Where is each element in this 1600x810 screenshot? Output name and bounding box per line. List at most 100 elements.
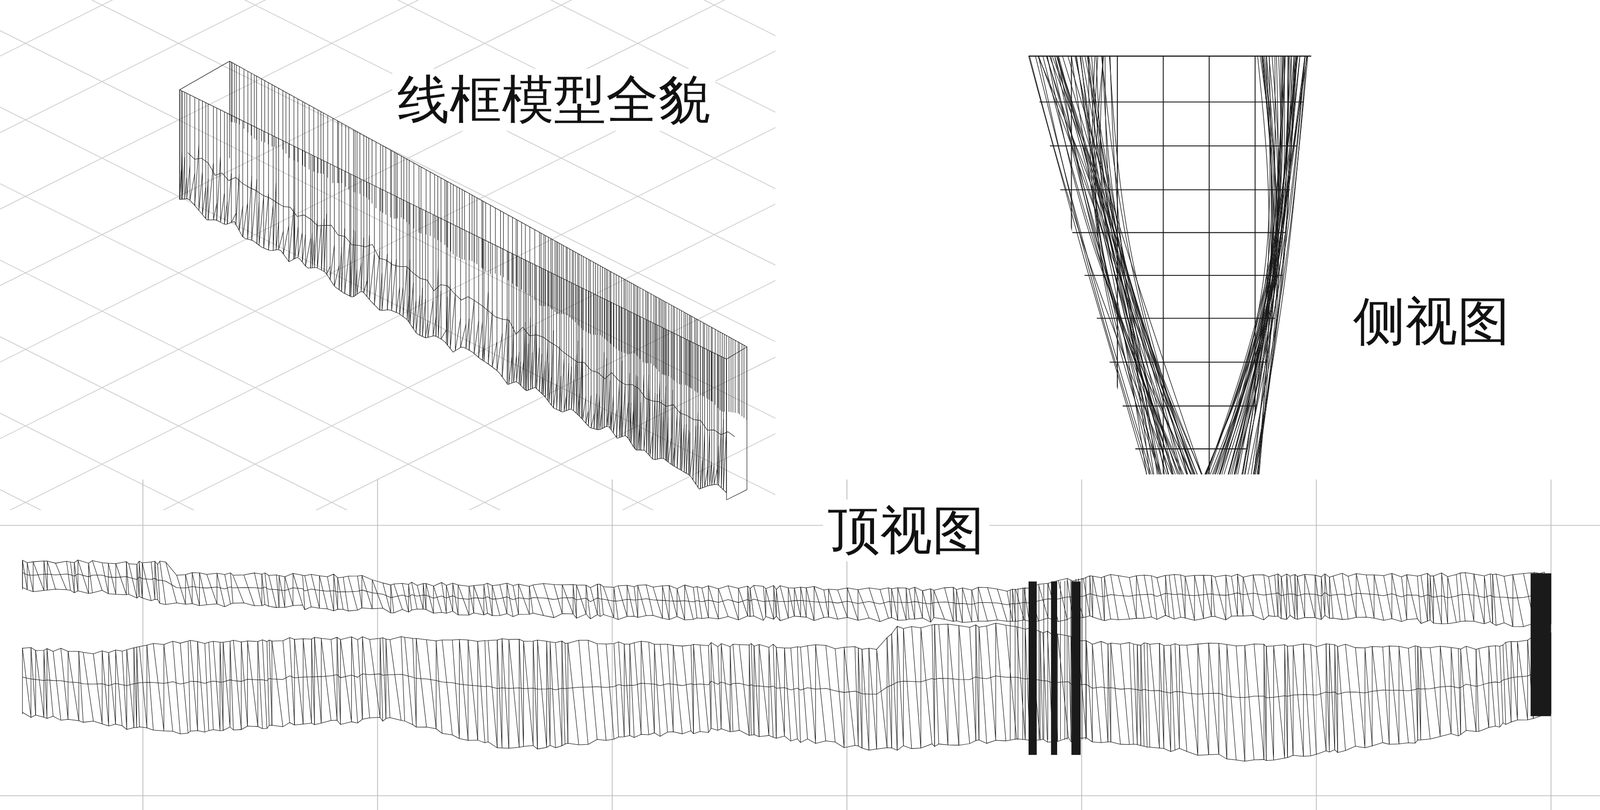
wire-line [1439,646,1441,737]
wire-line [337,577,344,610]
wire-line [205,102,207,219]
wire-line [710,642,718,731]
wire-line [975,625,976,742]
wire-line [1490,573,1493,624]
wire-line [261,78,262,141]
wire-line [758,644,760,738]
wire-line [485,202,486,272]
wire-line [319,575,320,609]
wire-line [22,572,1545,605]
wire-line [655,394,658,461]
wire-line [528,317,531,390]
wire-line [627,585,635,617]
wire-line [464,191,465,260]
section-curve [1205,56,1283,475]
wire-line [303,638,304,724]
wire-line [35,650,37,716]
wire-line [641,641,649,736]
wire-line [1292,645,1304,757]
wire-line [1484,575,1491,622]
wire-line [349,173,351,297]
wire-line [843,647,855,747]
wire-line [469,586,474,614]
wire-line [667,644,673,733]
wire-line [1388,646,1390,745]
wire-line [488,640,498,749]
wire-line [360,179,362,292]
wire-line [189,94,191,201]
wire-line [944,588,954,622]
wire-line [459,639,469,741]
wire-line [133,648,137,729]
wire-line [471,195,473,262]
wire-line [518,584,519,615]
wire-line [102,651,109,726]
wire-line [295,226,299,259]
wire-line [1185,576,1195,621]
wire-line [624,644,625,738]
wire-line [1430,647,1441,737]
wire-line [447,283,451,346]
wire-line [546,641,551,746]
wire-line [230,641,234,731]
dense-band [1051,581,1058,756]
wire-line [282,140,284,255]
wire-line [1092,576,1102,621]
wire-line [1009,590,1011,741]
wire-line [702,347,703,488]
wire-line [1499,646,1503,724]
wire-line [380,144,381,212]
wire-line [674,411,678,467]
wire-line [282,641,290,723]
wire-line [530,352,533,390]
wire-line [665,441,667,461]
section-curve [1215,56,1270,475]
wire-line [654,644,655,734]
wire-line [555,642,562,747]
wire-line [619,406,621,439]
wire-line [887,637,892,749]
wire-line [121,651,127,730]
wire-line [609,302,611,429]
wire-line [794,588,801,617]
wire-line [320,111,322,174]
wire-line [77,560,79,592]
wire-line [956,590,963,623]
wire-line [390,150,391,218]
wire-line [185,574,186,605]
wire-line [516,352,520,382]
wire-line [220,642,224,731]
wire-line [1420,647,1421,741]
wire-line [1321,576,1322,620]
wire-line [160,561,167,605]
wire-line [680,336,681,471]
wire-line [0,795,1600,797]
wire-line [1043,584,1045,741]
wire-line [483,585,485,616]
wire-line [1441,572,1448,624]
wire-line [33,561,34,593]
wire-line [518,639,520,748]
wire-line [374,250,380,306]
wire-line [726,489,748,500]
wire-line [1156,577,1166,616]
wire-line [528,261,529,390]
wire-line [1146,643,1150,748]
wire-line [157,564,160,604]
wire-line [1110,574,1119,621]
wire-line [1101,577,1105,622]
wire-line [1495,645,1500,727]
wire-line [1277,573,1282,619]
wire-line [576,340,578,414]
wire-line [628,373,630,439]
wire-line [629,644,635,738]
wire-line [680,414,682,471]
wire-line [891,589,898,621]
wire-line [323,112,324,175]
wire-line [619,306,620,439]
wire-line [310,232,313,268]
wire-line [1284,644,1288,758]
wire-line [526,343,529,391]
wire-line [637,585,647,616]
section-curve [1221,56,1290,475]
